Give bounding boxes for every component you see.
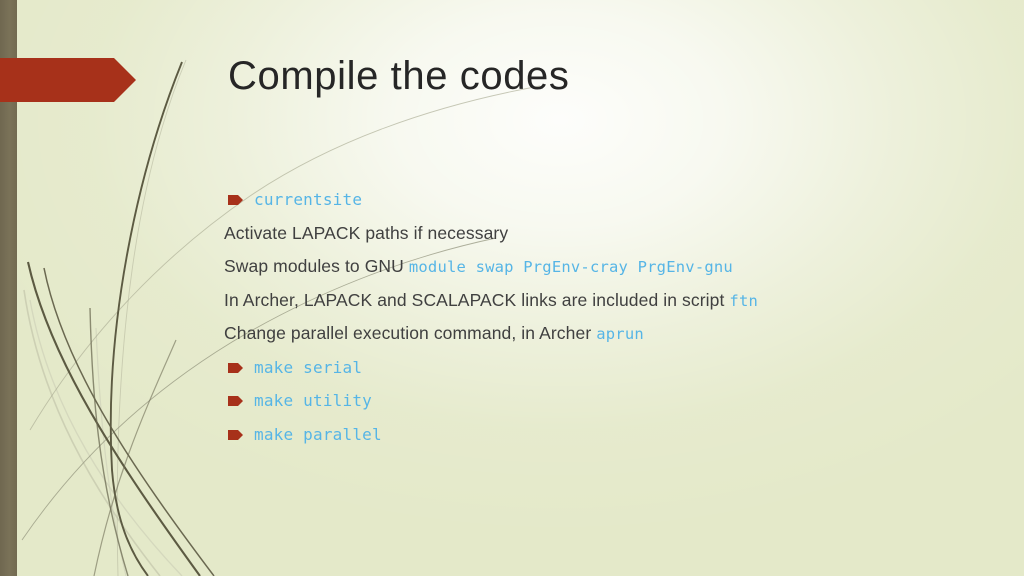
code-text: module swap PrgEnv-cray PrgEnv-gnu [408, 258, 733, 276]
code-text: currentsite [254, 190, 363, 209]
arrow-bullet-icon [228, 362, 243, 373]
code-text: aprun [596, 325, 644, 343]
body-text: Swap modules to GNU [224, 256, 409, 276]
line-activate-lapack: Activate LAPACK paths if necessary [224, 217, 994, 251]
line-parallel-exec: Change parallel execution command, in Ar… [224, 317, 994, 351]
line-make-serial: make serial [224, 351, 994, 385]
page-title: Compile the codes [228, 54, 570, 98]
left-accent-band [0, 0, 17, 576]
line-swap-modules: Swap modules to GNU module swap PrgEnv-c… [224, 250, 994, 284]
code-text: make utility [254, 391, 372, 410]
arrow-bullet-icon [228, 396, 243, 406]
line-make-parallel: make parallel [224, 418, 994, 452]
body-text: Change parallel execution command, in Ar… [224, 323, 597, 343]
line-make-utility: make utility [224, 384, 994, 418]
line-currentsite: currentsite [224, 183, 994, 217]
code-text: make serial [254, 357, 363, 377]
body-text: Activate LAPACK paths if necessary [224, 222, 509, 243]
code-text: ftn [729, 291, 759, 310]
code-text: make parallel [254, 424, 382, 444]
line-archer-links: In Archer, LAPACK and SCALAPACK links ar… [224, 284, 994, 318]
arrow-bullet-icon [228, 195, 243, 205]
arrow-bullet-icon [228, 429, 243, 440]
body-text: In Archer, LAPACK and SCALAPACK links ar… [224, 289, 730, 310]
title-arrow-banner [0, 58, 136, 102]
